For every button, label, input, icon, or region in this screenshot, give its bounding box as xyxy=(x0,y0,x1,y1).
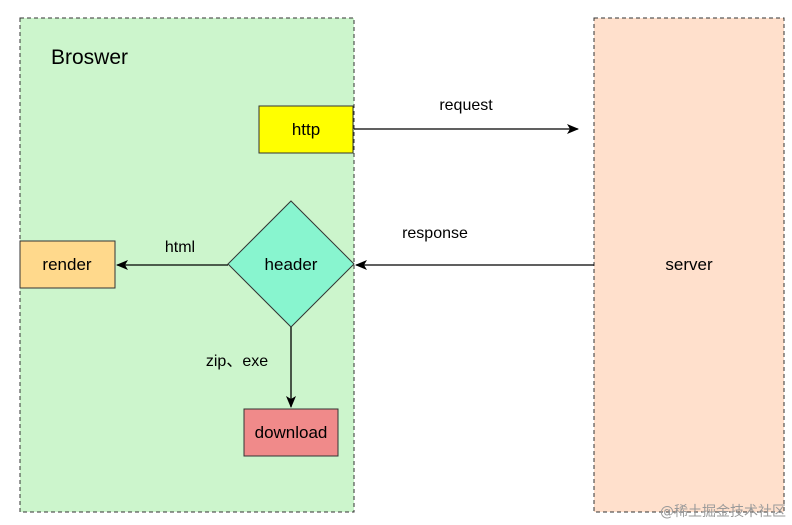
download-label: download xyxy=(255,423,328,442)
request-label: request xyxy=(439,97,493,114)
response-label: response xyxy=(402,225,468,242)
http-label: http xyxy=(292,120,320,139)
server-label: server xyxy=(665,255,713,274)
render-label: render xyxy=(42,255,91,274)
browser-title: Broswer xyxy=(51,46,128,69)
html-label: html xyxy=(165,239,195,256)
http-node xyxy=(258,105,354,154)
header-label: header xyxy=(265,255,318,274)
download-node xyxy=(243,408,339,457)
server-container xyxy=(593,17,785,513)
watermark-text: @稀土掘金技术社区 xyxy=(660,504,786,520)
zip-exe-label: zip、exe xyxy=(206,353,268,370)
render-node xyxy=(19,240,116,289)
